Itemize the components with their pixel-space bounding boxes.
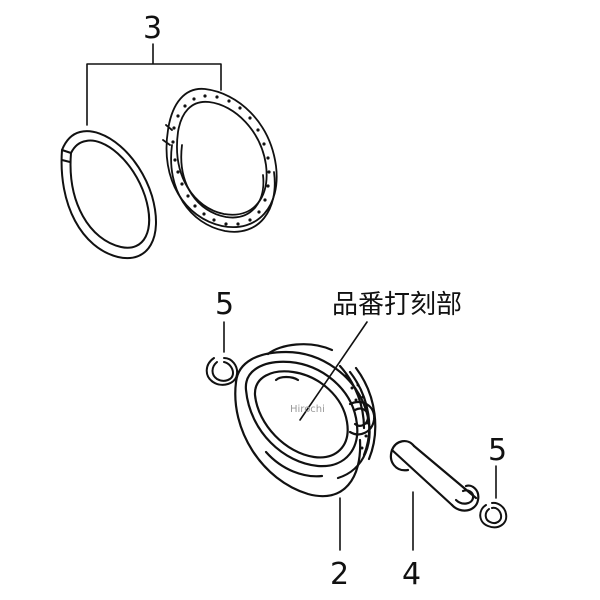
circlip-left — [205, 357, 239, 386]
compression-ring — [60, 130, 157, 260]
callout-number-3: 3 — [143, 11, 162, 46]
piston-pin — [389, 440, 480, 512]
oil-ring-expander-dots — [171, 94, 271, 226]
oil-ring-set — [162, 88, 278, 233]
callout-number-2: 2 — [330, 557, 349, 592]
piston-groove-hatch — [344, 374, 369, 450]
callout-number-5-right: 5 — [488, 433, 507, 468]
part-number-stamp-label: 品番打刻部 — [332, 290, 462, 320]
piston — [234, 343, 377, 498]
circlip-right — [479, 501, 508, 529]
callout-number-4: 4 — [402, 557, 421, 592]
leader-lines — [86, 43, 497, 551]
watermark-text: Hirochi — [290, 404, 325, 415]
callout-number-5-left: 5 — [215, 287, 234, 322]
